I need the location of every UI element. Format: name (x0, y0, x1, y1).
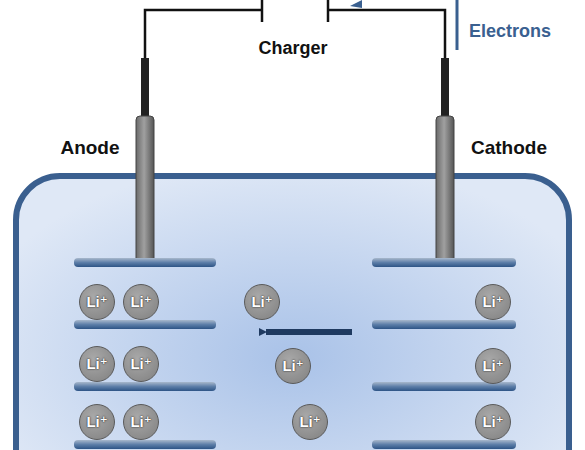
wire (145, 10, 262, 62)
lithium-ion: Li⁺ (275, 348, 311, 384)
charger-label: Charger (258, 38, 327, 59)
anode-plates (74, 258, 216, 449)
electron-arrow (350, 0, 362, 8)
charger-terminal (261, 0, 264, 22)
wire-sheath (441, 58, 449, 118)
cathode-plates (372, 258, 516, 449)
ion-label: Li⁺ (130, 293, 151, 311)
lithium-ion: Li⁺ (123, 346, 159, 382)
lithium-ion: Li⁺ (123, 284, 159, 320)
lithium-ion: Li⁺ (79, 404, 115, 440)
ion-flow-arrow (266, 329, 352, 335)
cathode-rod (436, 116, 454, 262)
ion-label: Li⁺ (86, 413, 107, 431)
ion-label: Li⁺ (130, 355, 151, 373)
charger-terminal (327, 0, 330, 22)
ion-label: Li⁺ (130, 413, 151, 431)
ion-label: Li⁺ (282, 357, 303, 375)
ion-label: Li⁺ (482, 413, 503, 431)
electrons-label: Electrons (469, 21, 551, 42)
wire (328, 10, 445, 62)
lithium-ion: Li⁺ (79, 284, 115, 320)
lithium-ion: Li⁺ (79, 346, 115, 382)
lithium-ion: Li⁺ (123, 404, 159, 440)
lithium-ion: Li⁺ (292, 404, 328, 440)
cathode-label: Cathode (471, 137, 547, 159)
lithium-ion: Li⁺ (244, 284, 280, 320)
anode-label: Anode (60, 137, 119, 159)
lithium-ion: Li⁺ (475, 404, 511, 440)
ion-label: Li⁺ (251, 293, 272, 311)
ion-label: Li⁺ (86, 355, 107, 373)
ion-label: Li⁺ (86, 293, 107, 311)
ion-label: Li⁺ (482, 293, 503, 311)
electron-bracket (456, 0, 459, 50)
lithium-ion: Li⁺ (475, 348, 511, 384)
ion-label: Li⁺ (482, 357, 503, 375)
anode-rod (136, 116, 154, 262)
battery-housing (16, 176, 569, 450)
wire-sheath (141, 58, 149, 118)
ion-label: Li⁺ (299, 413, 320, 431)
lithium-ion: Li⁺ (475, 284, 511, 320)
